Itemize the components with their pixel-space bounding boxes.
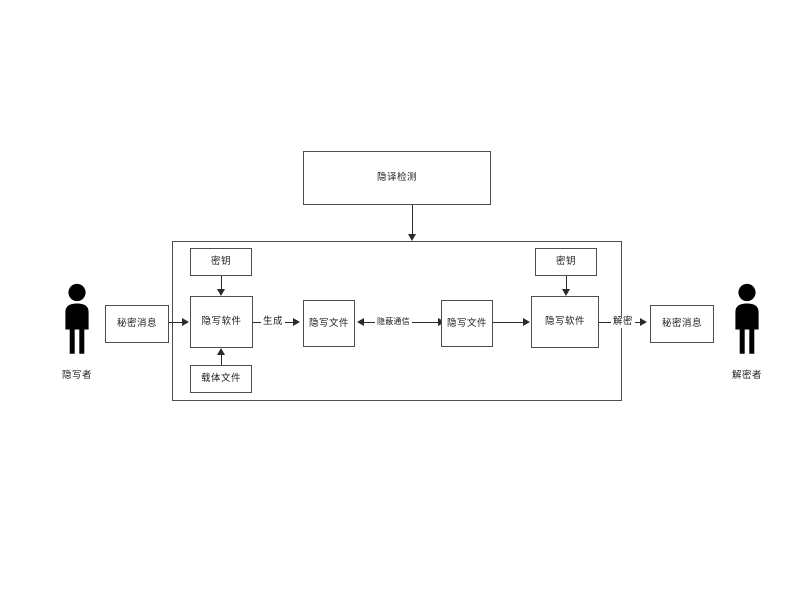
secret-message-input-label: 秘密消息 [116,318,157,330]
stego-file-to-software-arrowhead [523,318,530,326]
stego-file-to-software-line [493,322,524,323]
carrier-file-to-software-line [221,354,222,365]
key-right-label: 密钥 [555,256,576,268]
key-right-to-software-line [566,276,567,290]
stego-file-left-label: 隐写文件 [308,317,349,329]
detection-box[interactable]: 隐译检测 [303,151,491,205]
sender-caption: 隐写者 [61,370,92,381]
covert-comm-arrowhead-left [357,318,364,326]
stego-software-left-label: 隐写软件 [201,316,242,328]
sender-actor-icon [56,283,98,359]
stego-file-left-box[interactable]: 隐写文件 [303,300,355,347]
stego-file-right-box[interactable]: 隐写文件 [441,300,493,347]
decrypt-arrowhead [640,318,647,326]
key-right-box[interactable]: 密钥 [535,248,597,276]
covert-comm-label: 隐蔽通信 [375,317,412,327]
stego-software-right-box[interactable]: 隐写软件 [531,296,599,348]
detection-to-channel-arrowhead [408,234,416,241]
key-left-to-software-line [221,276,222,290]
generate-label: 生成 [261,316,286,328]
stego-software-right-label: 隐写软件 [544,316,585,328]
carrier-file-label: 载体文件 [200,373,241,385]
secret-message-input-box[interactable]: 秘密消息 [105,305,169,343]
carrier-file-to-software-arrowhead [217,348,225,355]
key-left-to-software-arrowhead [217,289,225,296]
key-right-to-software-arrowhead [562,289,570,296]
key-left-box[interactable]: 密钥 [190,248,252,276]
decrypt-label: 解密 [611,316,636,328]
generate-arrowhead [293,318,300,326]
key-left-label: 密钥 [210,256,231,268]
secret-message-to-software-line [169,322,183,323]
secret-message-output-box[interactable]: 秘密消息 [650,305,714,343]
detection-to-channel-line [412,205,413,235]
receiver-caption: 解密者 [731,370,762,381]
carrier-file-box[interactable]: 载体文件 [190,365,252,393]
secret-message-to-software-arrowhead [182,318,189,326]
secret-message-output-label: 秘密消息 [661,318,702,330]
receiver-actor-icon [726,283,768,359]
detection-box-label: 隐译检测 [376,172,417,184]
stego-software-left-box[interactable]: 隐写软件 [190,296,253,348]
stego-file-right-label: 隐写文件 [446,317,487,329]
